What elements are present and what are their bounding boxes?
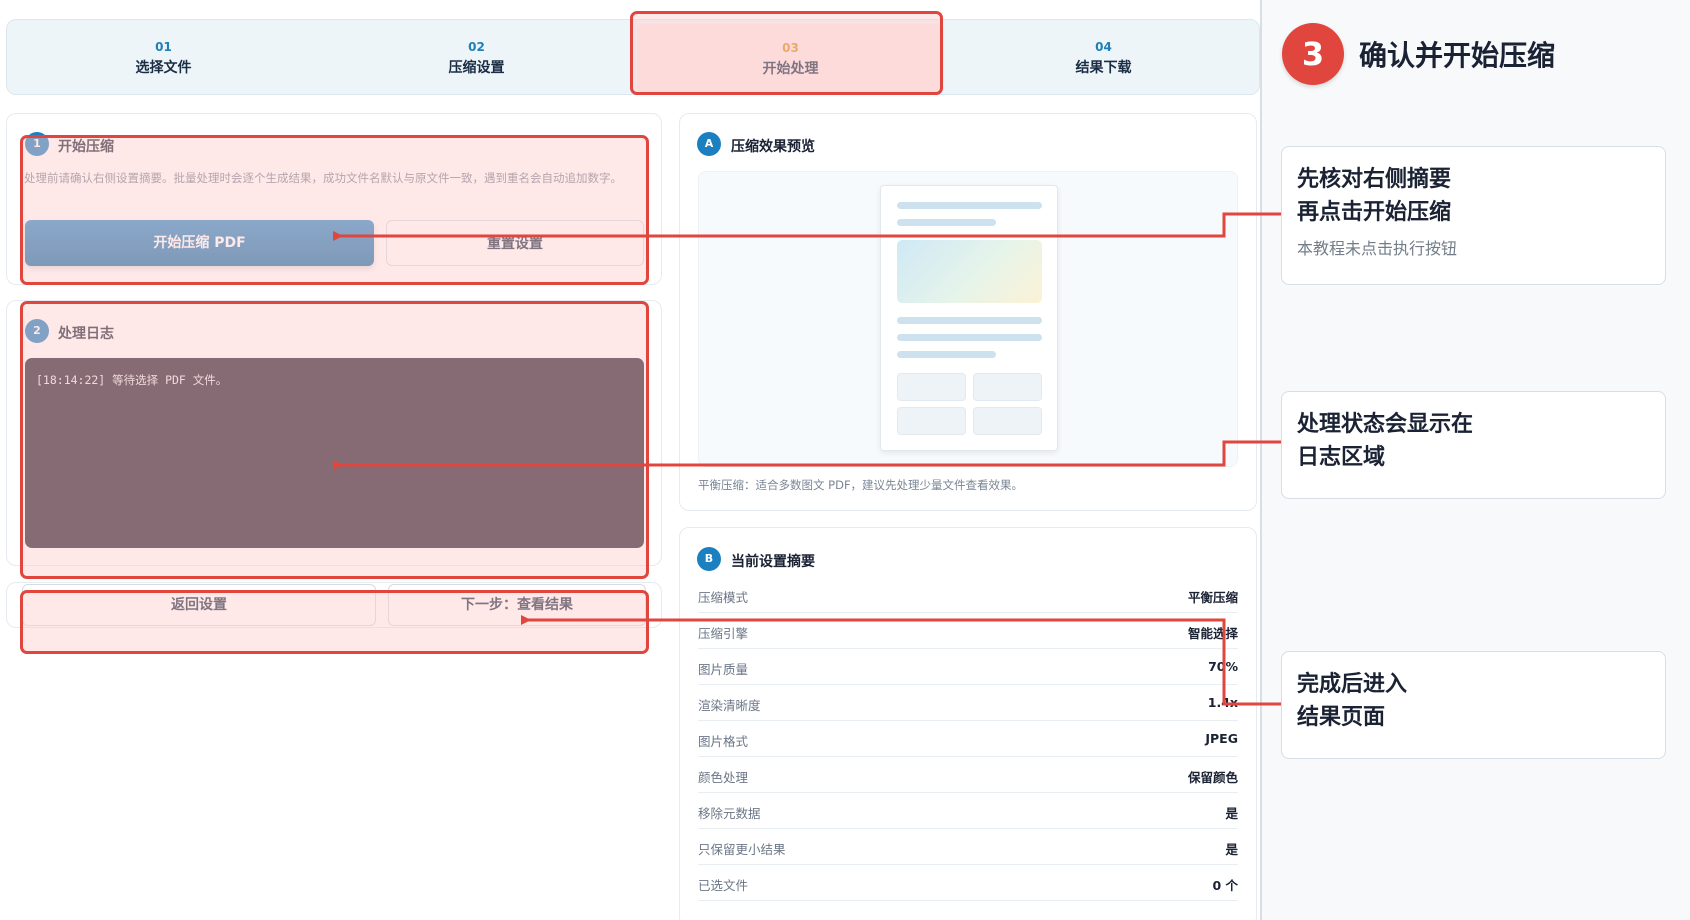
step-label: 结果下载 [1075, 60, 1132, 76]
section-badge: A [697, 132, 721, 156]
step-select-files[interactable]: 01 选择文件 [7, 20, 320, 96]
tutorial-note-result: 完成后进入 结果页面 [1281, 651, 1666, 759]
summary-value: 70% [1208, 659, 1238, 674]
summary-row: 颜色处理 保留颜色 [698, 757, 1238, 793]
summary-key: 压缩引擎 [698, 626, 749, 641]
step-result-download[interactable]: 04 结果下载 [947, 20, 1260, 96]
summary-value: 是 [1225, 806, 1238, 821]
section-badge: 2 [25, 319, 49, 343]
start-compress-button[interactable]: 开始压缩 PDF [25, 220, 374, 266]
document-preview-illustration [880, 185, 1058, 451]
settings-summary-panel [679, 527, 1257, 920]
summary-row: 压缩引擎 智能选择 [698, 613, 1238, 649]
summary-value: 智能选择 [1187, 626, 1238, 641]
summary-key: 移除元数据 [698, 806, 761, 821]
summary-key: 压缩模式 [698, 590, 749, 605]
summary-key: 颜色处理 [698, 770, 749, 785]
section-badge: B [697, 547, 721, 571]
tutorial-step-number: 3 [1282, 23, 1344, 85]
summary-key: 图片格式 [698, 734, 749, 749]
summary-key: 图片质量 [698, 662, 749, 677]
step-start-processing[interactable]: 03 开始处理 [637, 24, 944, 94]
summary-key: 只保留更小结果 [698, 842, 786, 857]
summary-key: 已选文件 [698, 878, 749, 893]
highlight-log-panel [20, 301, 649, 579]
image-placeholder [897, 240, 1042, 303]
tutorial-note-start: 先核对右侧摘要 再点击开始压缩 本教程未点击执行按钮 [1281, 146, 1666, 285]
step-number: 03 [782, 41, 799, 55]
note-subtext: 本教程未点击执行按钮 [1297, 239, 1458, 258]
summary-row: 移除元数据 是 [698, 793, 1238, 829]
summary-value: 保留颜色 [1187, 770, 1238, 785]
summary-value: 是 [1225, 842, 1238, 857]
step-label: 压缩设置 [448, 60, 505, 76]
note-line: 日志区域 [1297, 445, 1386, 470]
log-entry: [18:14:22] 等待选择 PDF 文件。 [36, 373, 228, 387]
step-compress-settings[interactable]: 02 压缩设置 [320, 20, 633, 96]
step-number: 02 [468, 40, 485, 54]
note-line: 先核对右侧摘要 [1297, 167, 1452, 192]
preview-hint: 平衡压缩：适合多数图文 PDF，建议先处理少量文件查看效果。 [698, 478, 1024, 492]
summary-key: 渲染清晰度 [698, 698, 761, 713]
section-title: 压缩效果预览 [731, 139, 815, 155]
summary-value: 1.4x [1207, 695, 1238, 710]
section-description: 处理前请确认右侧设置摘要。批量处理时会逐个生成结果，成功文件名默认与原文件一致，… [24, 171, 622, 185]
summary-row: 压缩模式 平衡压缩 [698, 577, 1238, 613]
tutorial-note-log: 处理状态会显示在 日志区域 [1281, 391, 1666, 499]
highlight-active-step [630, 11, 943, 95]
note-line: 处理状态会显示在 [1297, 412, 1474, 437]
summary-value: 0 个 [1212, 878, 1238, 893]
summary-row: 渲染清晰度 1.4x [698, 685, 1238, 721]
section-title: 当前设置摘要 [731, 554, 815, 570]
summary-value: 平衡压缩 [1187, 590, 1238, 605]
step-number: 04 [1095, 40, 1112, 54]
tutorial-title: 确认并开始压缩 [1359, 39, 1556, 72]
summary-row: 只保留更小结果 是 [698, 829, 1238, 865]
summary-row: 图片质量 70% [698, 649, 1238, 685]
highlight-nav-buttons [20, 590, 649, 654]
step-indicator: 01 选择文件 02 压缩设置 03 开始处理 04 结果下载 [6, 19, 1260, 95]
step-number: 01 [155, 40, 172, 54]
step-label: 开始处理 [762, 61, 819, 77]
section-title: 开始压缩 [58, 139, 114, 155]
note-line: 再点击开始压缩 [1297, 200, 1452, 225]
note-line: 结果页面 [1297, 705, 1386, 730]
step-label: 选择文件 [135, 60, 192, 76]
highlight-start-panel [20, 135, 649, 285]
summary-row: 已选文件 0 个 [698, 865, 1238, 901]
summary-row: 图片格式 JPEG [698, 721, 1238, 757]
note-line: 完成后进入 [1297, 672, 1408, 697]
summary-value: JPEG [1205, 731, 1238, 746]
section-title: 处理日志 [58, 326, 114, 342]
